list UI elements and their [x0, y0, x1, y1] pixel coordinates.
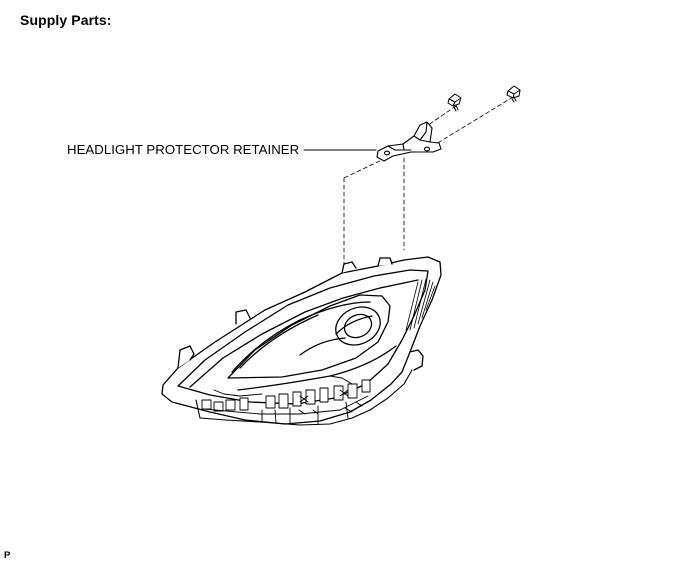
- installation-guide-lines: [343, 96, 514, 269]
- headlight-protector-retainer: [376, 121, 442, 162]
- section-heading: Supply Parts:: [20, 12, 112, 28]
- mounting-tab: [235, 309, 251, 325]
- headlight-assembly: [161, 256, 442, 426]
- screw-icon: [447, 93, 462, 112]
- retainer-callout-label: HEADLIGHT PROTECTOR RETAINER: [67, 142, 300, 157]
- mounting-tab: [377, 257, 393, 267]
- mounting-tab: [341, 261, 357, 274]
- side-marker-hatching: [405, 278, 436, 331]
- mounting-tab: [177, 345, 195, 369]
- page-code: P: [4, 550, 11, 561]
- housing-ribs: [201, 375, 371, 425]
- mounting-tab: [409, 349, 424, 371]
- screw-icon: [506, 85, 521, 103]
